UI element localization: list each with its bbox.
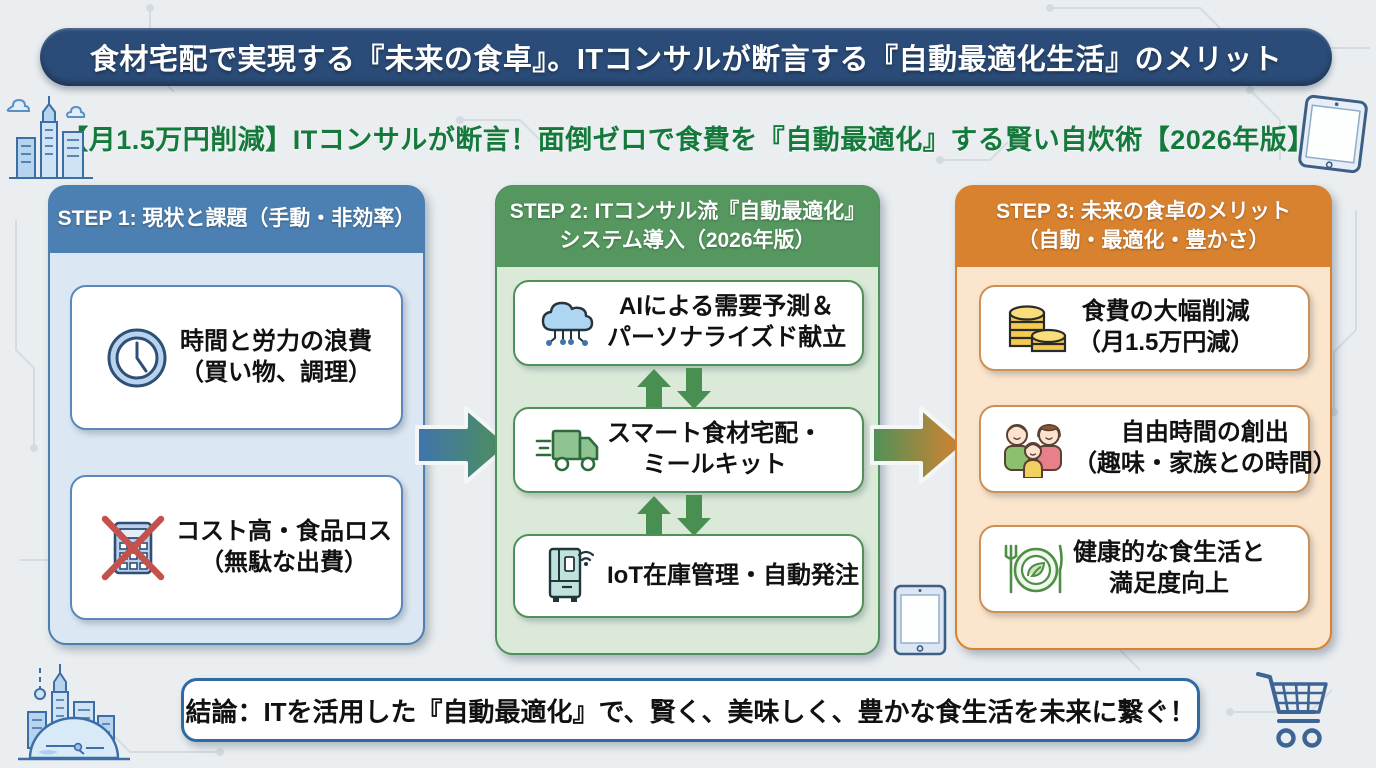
card-healthy-diet: 健康的な食生活と 満足度向上: [979, 525, 1310, 613]
card-food-cost-reduction: 食費の大幅削減 （月1.5万円減）: [979, 285, 1310, 371]
card-cost-food-loss: コスト高・食品ロス （無駄な出費）: [70, 475, 403, 620]
ai-cloud-circuit-icon: [529, 292, 607, 354]
card-smart-grocery-delivery: スマート食材宅配・ ミールキット: [513, 407, 864, 493]
step1-header-line1: STEP 1: 現状と課題（手動・非効率）: [57, 207, 416, 231]
step1-header: STEP 1: 現状と課題（手動・非効率）: [49, 186, 424, 253]
card-line1: AIによる需要予測＆: [619, 293, 835, 321]
step1-panel: STEP 1: 現状と課題（手動・非効率） 時間と労力の浪費 （買い物、調理）: [48, 185, 425, 645]
card-line2: パーソナライズド献立: [607, 324, 847, 351]
conclusion-box: 結論：ITを活用した『自動最適化』で、賢く、美味しく、豊かな食生活を未来に繋ぐ！: [181, 678, 1200, 742]
coins-icon: [997, 298, 1077, 358]
page-title: 食材宅配で実現する『未来の食卓』。ITコンサルが断言する『自動最適化生活』のメリ…: [89, 44, 1283, 76]
title-banner: 食材宅配で実現する『未来の食卓』。ITコンサルが断言する『自動最適化生活』のメリ…: [40, 28, 1332, 86]
smart-fridge-icon: [529, 545, 607, 607]
delivery-truck-icon: [529, 423, 607, 477]
card-line2: ミールキット: [642, 451, 787, 478]
step3-header-line2: （自動・最適化・豊かさ）: [1017, 228, 1270, 252]
card-line1: 時間と労力の浪費: [180, 327, 372, 355]
flow-arrow-step1-to-step2: [415, 406, 511, 484]
tablet-icon: [893, 584, 947, 656]
step2-header-line1: STEP 2: ITコンサル流『自動最適化』: [509, 200, 866, 224]
clock-icon: [94, 326, 180, 390]
page-subtitle: 【月1.5万円削減】ITコンサルが断言！面倒ゼロで食費を『自動最適化』する賢い自…: [61, 125, 1315, 155]
exchange-arrows-icon: [637, 368, 711, 410]
card-line2: 満足度向上: [1109, 570, 1229, 597]
card-line1: スマート食材宅配・: [607, 420, 823, 448]
city-globe-icon: [18, 664, 130, 761]
step2-panel: STEP 2: ITコンサル流『自動最適化』 システム導入（2026年版） AI…: [495, 185, 880, 655]
city-skyline-icon: [6, 96, 93, 179]
card-line1: IoT在庫管理・自動発注: [607, 561, 859, 589]
card-time-labor-waste: 時間と労力の浪費 （買い物、調理）: [70, 285, 403, 430]
card-line1: 自由時間の創出: [1120, 419, 1289, 447]
card-iot-inventory: IoT在庫管理・自動発注: [513, 534, 864, 618]
healthy-plate-icon: [993, 540, 1073, 598]
calculator-crossed-icon: [90, 515, 176, 581]
exchange-arrows-icon: [637, 495, 711, 537]
step3-panel: STEP 3: 未来の食卓のメリット （自動・最適化・豊かさ）: [955, 185, 1337, 650]
card-line1: コスト高・食品ロス: [176, 517, 392, 545]
step2-header: STEP 2: ITコンサル流『自動最適化』 システム導入（2026年版）: [496, 186, 879, 267]
card-line2: （月1.5万円減）: [1077, 329, 1255, 356]
card-line2: （買い物、調理）: [180, 358, 372, 386]
card-free-time: 自由時間の創出 （趣味・家族との時間）: [979, 405, 1337, 493]
step3-header: STEP 3: 未来の食卓のメリット （自動・最適化・豊かさ）: [956, 186, 1331, 267]
conclusion-text: 結論：ITを活用した『自動最適化』で、賢く、美味しく、豊かな食生活を未来に繋ぐ！: [185, 696, 1196, 727]
step2-header-line2: システム導入（2026年版）: [559, 228, 816, 252]
tablet-icon: [1298, 94, 1368, 174]
shopping-cart-icon: [1256, 672, 1328, 748]
card-ai-demand-forecast: AIによる需要予測＆ パーソナライズド献立: [513, 280, 864, 366]
card-line1: 食費の大幅削減: [1081, 298, 1250, 326]
card-line1: 健康的な食生活と: [1073, 539, 1265, 567]
family-icon: [993, 420, 1073, 478]
card-line2: （無駄な出費）: [200, 548, 368, 576]
card-line2: （趣味・家族との時間）: [1073, 450, 1337, 477]
step3-header-line1: STEP 3: 未来の食卓のメリット: [996, 200, 1291, 224]
flow-arrow-step2-to-step3: [870, 406, 966, 484]
